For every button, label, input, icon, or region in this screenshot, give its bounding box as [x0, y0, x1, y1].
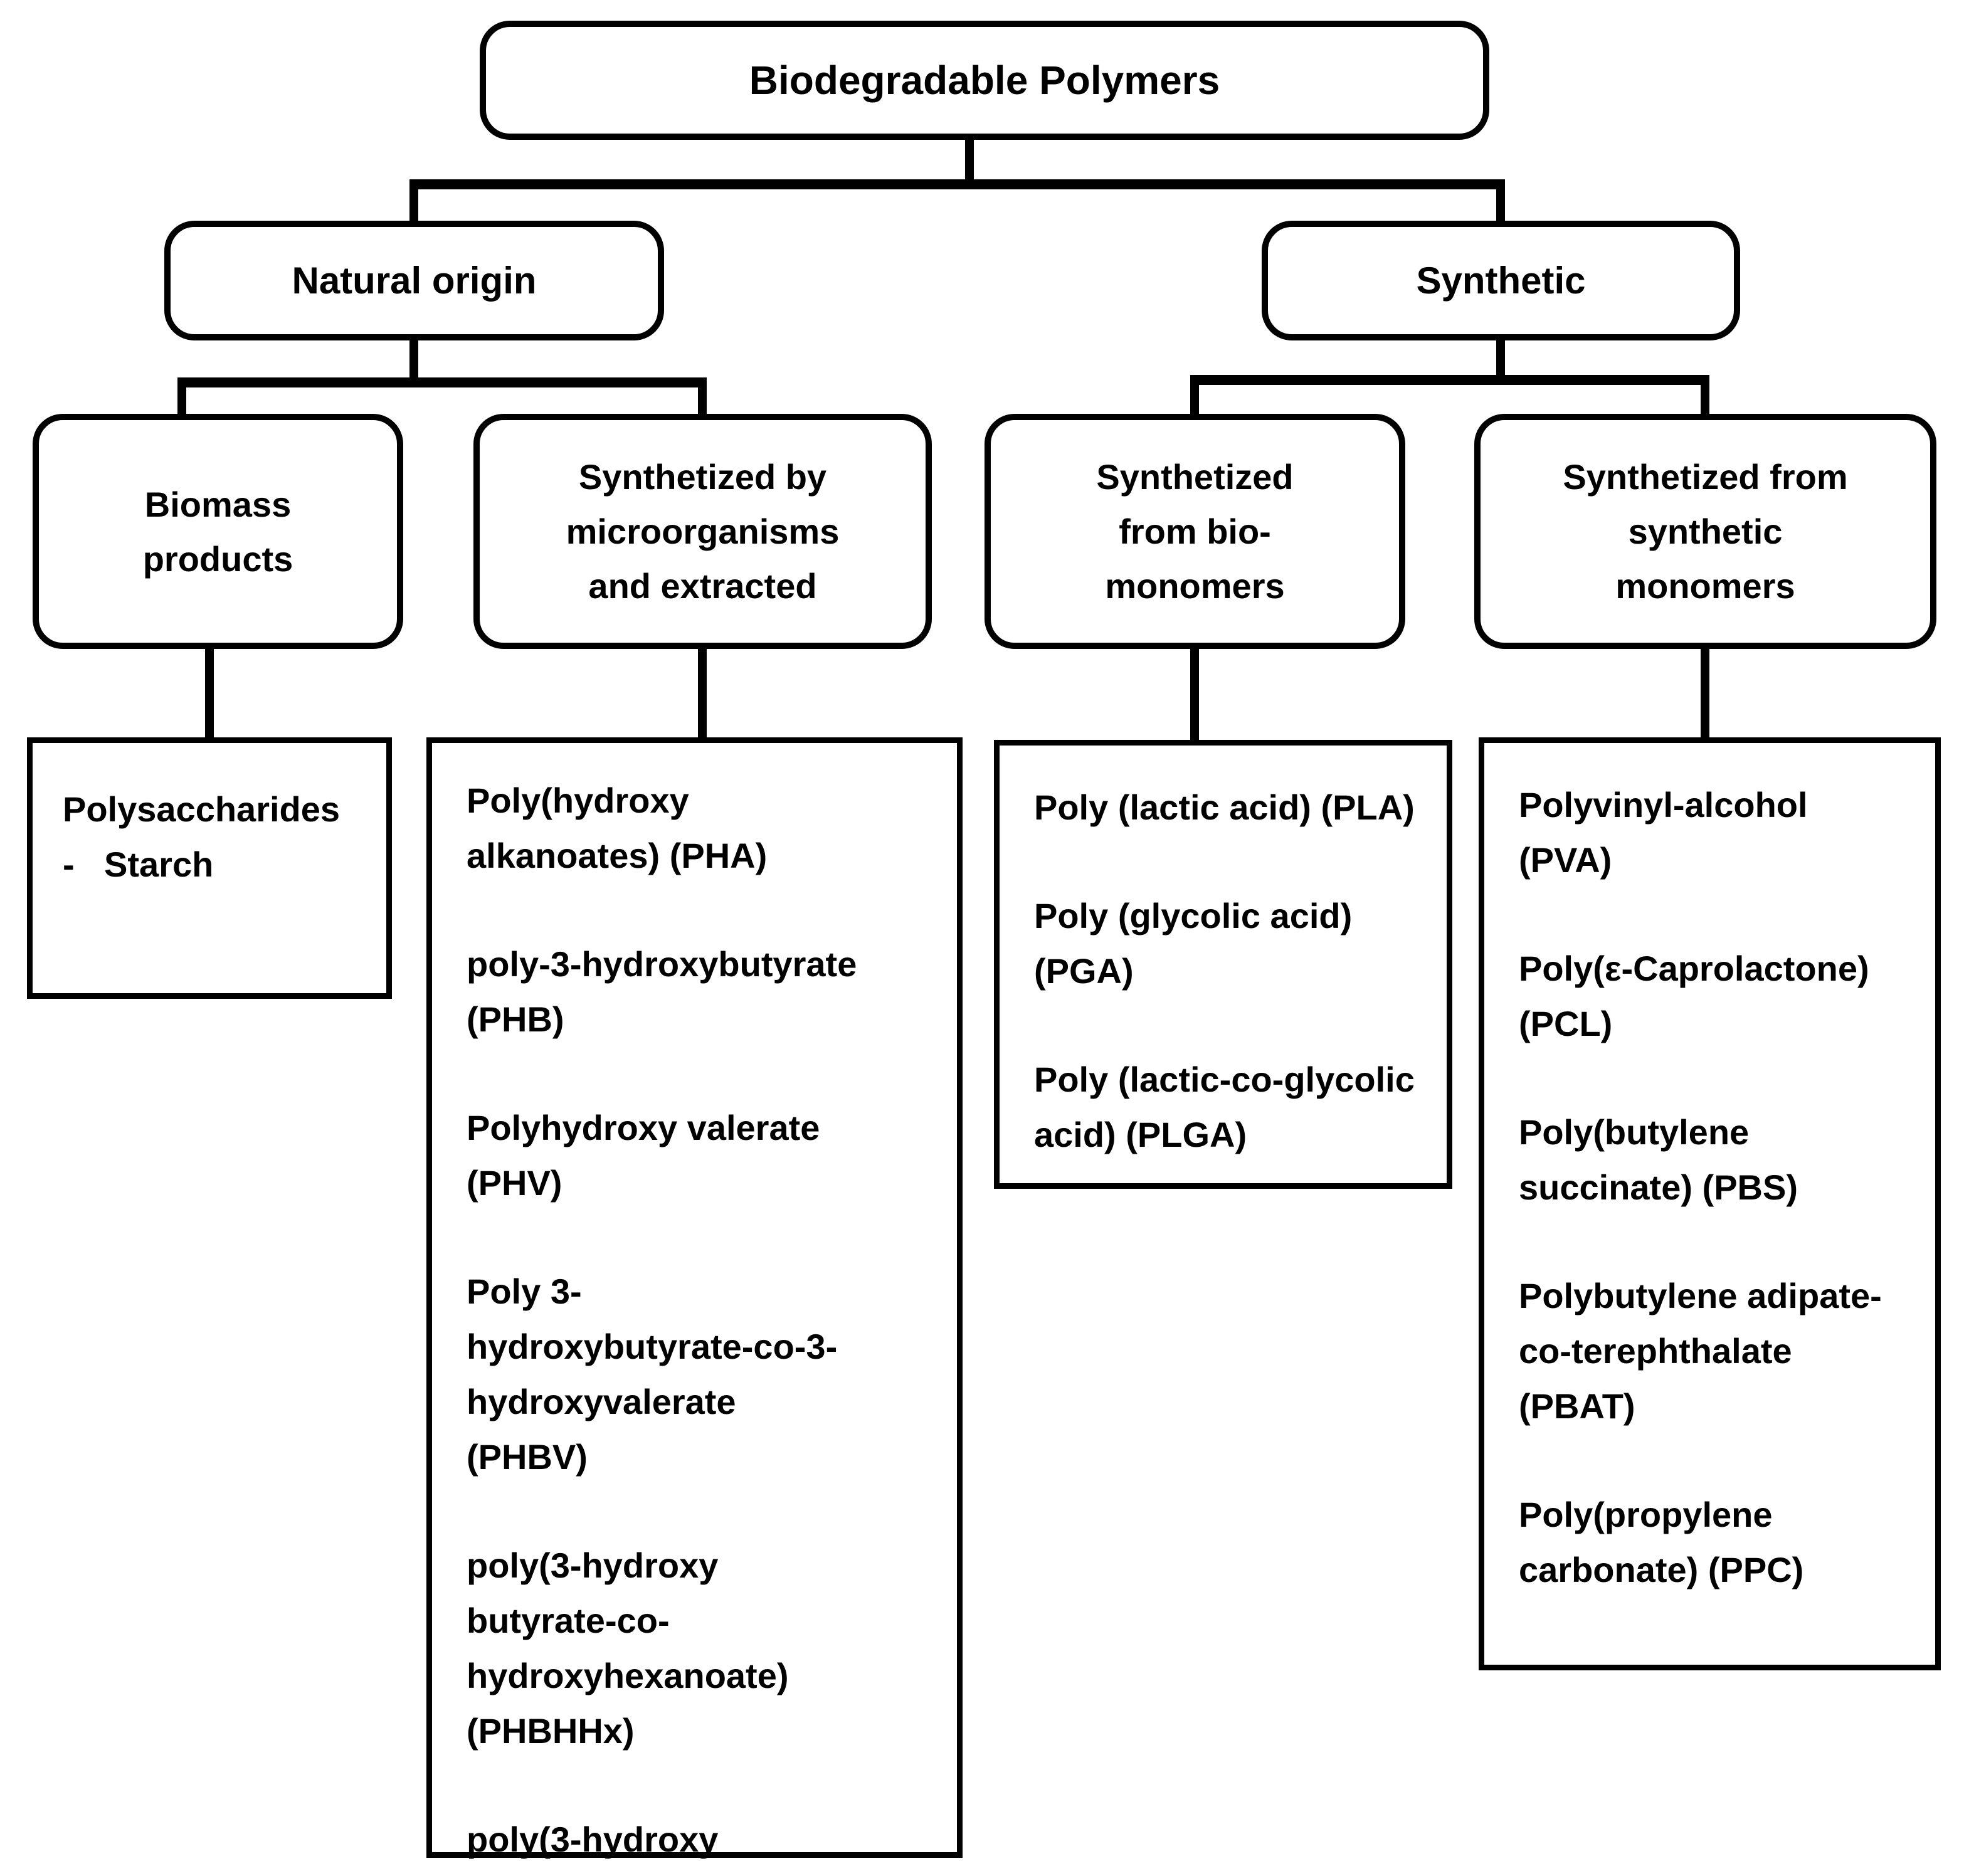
- connector-drop-synthetic-monomers: [1701, 384, 1709, 418]
- leaf-starch-row: - Starch: [63, 837, 367, 892]
- node-synthetized-from-bio-monomers-line: monomers: [1105, 566, 1285, 606]
- node-synthetic-label: Synthetic: [1416, 260, 1586, 302]
- connector-drop-microorganisms: [698, 386, 707, 418]
- connector-drop-synthetic: [1496, 188, 1505, 223]
- leaf-item-pcl: Poly(ε-Caprolactone) (PCL): [1519, 949, 1869, 1043]
- node-synthetic: Synthetic: [1262, 221, 1740, 340]
- node-synthetized-from-synthetic-monomers: Synthetized from synthetic monomers: [1474, 414, 1936, 649]
- leaf-box-bio-monomer-polymers: Poly (lactic acid) (PLA) Poly (glycolic …: [994, 740, 1452, 1189]
- connector-natural-bar: [177, 377, 707, 387]
- connector-biomass-leaf: [205, 648, 214, 739]
- connector-bio-monomers-leaf: [1190, 648, 1199, 741]
- node-synthetized-from-synthetic-monomers-line: monomers: [1615, 566, 1795, 606]
- node-synthetized-from-synthetic-monomers-line: Synthetized from: [1563, 457, 1848, 497]
- node-biomass-products: Biomass products: [33, 414, 403, 649]
- connector-synthetic-bar: [1190, 375, 1709, 385]
- node-biodegradable-polymers: Biodegradable Polymers: [480, 21, 1489, 140]
- leaf-item-ppc: Poly(propylene carbonate) (PPC): [1519, 1495, 1804, 1589]
- leaf-box-synthetic-monomer-polymers: Polyvinyl-alcohol (PVA) Poly(ε-Caprolact…: [1479, 737, 1941, 1670]
- leaf-starch-label: Starch: [104, 845, 214, 884]
- node-synthetized-by-microorganisms-line: Synthetized by: [578, 457, 827, 497]
- node-biomass-products-line: Biomass: [144, 484, 292, 524]
- leaf-item-pha: Poly(hydroxy alkanoates) (PHA): [467, 781, 768, 875]
- node-synthetized-by-microorganisms: Synthetized by microorganisms and extrac…: [473, 414, 932, 649]
- leaf-item-pbs: Poly(butylene succinate) (PBS): [1519, 1112, 1798, 1207]
- starch-bullet-dash: -: [63, 845, 75, 884]
- node-natural-origin-label: Natural origin: [292, 260, 537, 302]
- connector-drop-bio-monomers: [1190, 384, 1199, 418]
- leaf-item-p3hb4hb: poly(3-hydroxy butyrate-co-4-hydroxybuty…: [467, 1820, 719, 1876]
- leaf-item-phbv: Poly 3-hydroxybutyrate-co-3-hydroxyvaler…: [467, 1272, 838, 1477]
- node-synthetized-from-bio-monomers-line: Synthetized: [1096, 457, 1294, 497]
- leaf-box-polysaccharides: Polysaccharides - Starch: [27, 737, 392, 999]
- leaf-box-microorganism-polymers: Poly(hydroxy alkanoates) (PHA) poly-3-hy…: [426, 737, 963, 1876]
- connector-drop-natural: [409, 188, 418, 223]
- node-synthetized-from-bio-monomers-line: from bio-: [1119, 512, 1271, 551]
- leaf-item-phb: poly-3-hydroxybutyrate (PHB): [467, 944, 857, 1039]
- node-synthetized-from-synthetic-monomers-line: synthetic: [1628, 512, 1783, 551]
- connector-microorganisms-leaf: [698, 648, 707, 739]
- connector-natural-stem: [409, 339, 418, 380]
- leaf-item-pbat: Polybutylene adipate-co-terephthalate (P…: [1519, 1276, 1882, 1426]
- leaf-item-pga: Poly (glycolic acid) (PGA): [1034, 896, 1353, 991]
- connector-synthetic-monomers-leaf: [1701, 648, 1709, 739]
- node-natural-origin: Natural origin: [164, 221, 664, 340]
- node-synthetized-by-microorganisms-line: and extracted: [588, 566, 817, 606]
- node-synthetized-by-microorganisms-line: microorganisms: [566, 512, 840, 551]
- connector-synthetic-stem: [1496, 339, 1505, 377]
- leaf-item-pla: Poly (lactic acid) (PLA): [1034, 788, 1415, 827]
- connector-root-stem: [965, 139, 974, 183]
- leaf-item-plga: Poly (lactic-co-glycolic acid) (PLGA): [1034, 1060, 1415, 1154]
- node-synthetized-from-bio-monomers: Synthetized from bio- monomers: [985, 414, 1405, 649]
- leaf-item-phv: Polyhydroxy valerate (PHV): [467, 1108, 820, 1203]
- leaf-item-pva: Polyvinyl-alcohol (PVA): [1519, 785, 1808, 880]
- connector-drop-biomass: [177, 386, 186, 418]
- node-biomass-products-line: products: [142, 539, 293, 579]
- connector-level1-bar: [409, 179, 1505, 189]
- leaf-item-phbhhx: poly(3-hydroxy butyrate-co-hydroxyhexano…: [467, 1546, 789, 1751]
- leaf-polysaccharides-heading: Polysaccharides: [63, 789, 341, 829]
- node-biodegradable-polymers-label: Biodegradable Polymers: [749, 58, 1220, 103]
